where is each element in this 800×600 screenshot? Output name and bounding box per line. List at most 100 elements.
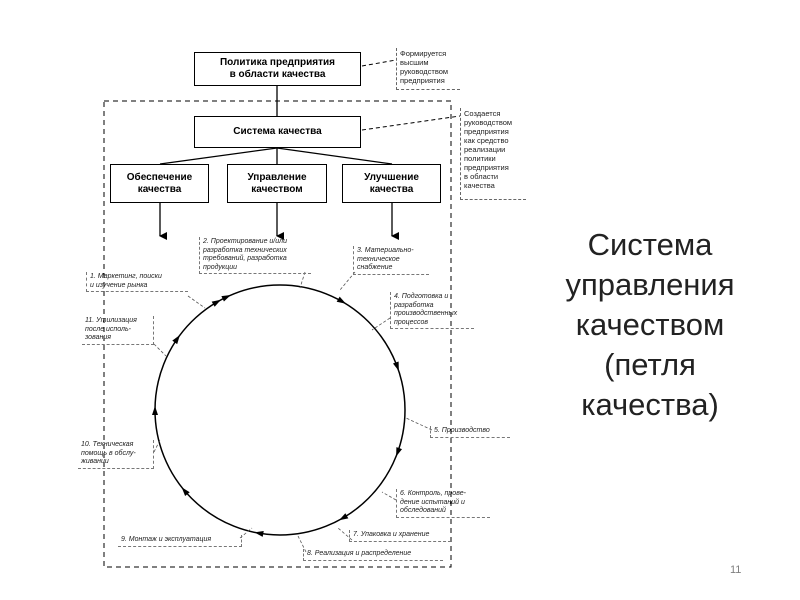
step-leader-9 xyxy=(239,527,253,539)
step-leader-6 xyxy=(381,491,397,501)
system-note: Создается руководством предприятия как с… xyxy=(460,108,526,200)
step-1-marketing: 1. Маркетинг, поиски и изучение рынка xyxy=(86,272,188,292)
step-6-inspection: 6. Контроль, прове- дение испытаний и об… xyxy=(396,489,490,518)
policy-note-connector xyxy=(361,59,397,67)
step-4-preparation: 4. Подготовка и разработка производствен… xyxy=(390,292,474,329)
slide-title-line-2: управления xyxy=(565,267,735,302)
step-10-line-3: живании xyxy=(81,458,109,465)
step-2-line-2: разработка технических xyxy=(203,246,287,254)
step-leader-1 xyxy=(187,295,206,309)
quality-loop-circle xyxy=(154,284,406,536)
step-2-line-1: 2. Проектирование и/или xyxy=(203,238,287,245)
system-note-line-2: руководством xyxy=(464,118,513,127)
step-1-line-1: 1. Маркетинг, поиски xyxy=(90,273,162,280)
management-box-line-1: Управление xyxy=(247,171,307,183)
loop-arrowhead-4 xyxy=(396,447,403,457)
loop-arrowhead-5 xyxy=(339,513,349,521)
step-7-packaging: 7. Упаковка и хранение xyxy=(349,530,451,542)
step-2-line-3: требований, разработка xyxy=(203,255,287,262)
system-note-line-7: предприятия xyxy=(464,163,509,172)
system-note-line-4: как средство xyxy=(464,136,509,145)
step-leader-4 xyxy=(371,317,391,331)
slide-title: Система управления качеством (петля каче… xyxy=(530,225,770,425)
system-note-line-9: качества xyxy=(464,181,495,190)
step-9-installation: 9. Монтаж и эксплуатация xyxy=(118,535,242,547)
system-note-line-6: политики xyxy=(464,154,496,163)
step-4-line-4: процессов xyxy=(394,318,429,326)
fan-line-right xyxy=(276,147,393,165)
loop-arrowhead-3 xyxy=(392,361,399,371)
slide-title-line-4: (петля xyxy=(604,347,696,382)
loop-arrowhead-2 xyxy=(336,296,346,304)
step-11-disposal: 11. Утилизация после исполь- зования xyxy=(82,316,154,345)
loop-arrowhead-9 xyxy=(172,335,180,345)
step-4-line-2: разработка xyxy=(394,301,434,309)
step-10-line-2: помощь в обслу- xyxy=(81,449,136,457)
step-4-line-1: 4. Подготовка и xyxy=(394,293,449,300)
step-2-line-4: продукции xyxy=(203,263,238,271)
step-11-line-3: зования xyxy=(85,334,111,341)
policy-box-line-2: в области качества xyxy=(229,69,326,80)
system-note-line-1: Создается xyxy=(464,109,501,118)
loop-arrowhead-8 xyxy=(152,406,158,415)
system-note-line-3: предприятия xyxy=(464,127,509,136)
loop-arrowhead-6 xyxy=(254,531,264,537)
step-3-line-2: техническое xyxy=(357,255,400,263)
step-6-line-2: дение испытаний и xyxy=(400,498,465,506)
step-1-line-2: и изучение рынка xyxy=(90,281,148,289)
fan-line-left xyxy=(159,147,278,165)
policy-note-line-2: высшим xyxy=(400,58,429,67)
step-5-production: 5. Производство xyxy=(430,426,510,438)
step-9-line-1: 9. Монтаж и эксплуатация xyxy=(121,536,212,543)
step-3-line-1: 3. Материально- xyxy=(357,247,414,254)
policy-note: Формируется высшим руководством предприя… xyxy=(396,48,460,90)
slide-title-line-5: качества) xyxy=(581,387,719,422)
step-4-line-3: производственных xyxy=(394,310,458,317)
step-leader-7 xyxy=(337,527,353,541)
policy-note-line-4: предприятия xyxy=(400,76,445,85)
assurance-box-line-2: качества xyxy=(137,183,182,195)
management-box-line-2: качеством xyxy=(251,183,303,195)
step-leader-5 xyxy=(405,417,433,431)
loop-arrowhead-10 xyxy=(221,295,231,302)
system-box-label: Система качества xyxy=(233,126,322,137)
step-11-line-2: после исполь- xyxy=(85,325,131,333)
step-leader-8 xyxy=(297,535,307,553)
step-leader-3 xyxy=(339,271,356,291)
step-2-design: 2. Проектирование и/или разработка техни… xyxy=(199,237,311,274)
page-number: 11 xyxy=(730,564,742,576)
step-leader-2 xyxy=(299,271,306,289)
slide-title-line-3: качеством xyxy=(575,307,725,342)
step-leader-11 xyxy=(153,343,167,357)
loop-arrows xyxy=(152,295,403,537)
step-7-line-1: 7. Упаковка и хранение xyxy=(353,531,430,538)
system-note-line-8: в области xyxy=(464,172,499,181)
step-8-sales: 8. Реализация и распределение xyxy=(303,549,443,561)
step-5-line-1: 5. Производство xyxy=(434,427,490,434)
system-note-line-5: реализации xyxy=(464,145,506,154)
improvement-box-line-1: Улучшение xyxy=(364,171,419,183)
policy-note-line-1: Формируется xyxy=(400,49,447,58)
step-6-line-3: обследований xyxy=(400,507,446,514)
step-3-supply: 3. Материально- техническое снабжение xyxy=(353,246,429,275)
system-box: Система качества xyxy=(194,116,361,148)
step-6-line-1: 6. Контроль, прове- xyxy=(400,490,466,497)
step-10-line-1: 10. Техническая xyxy=(81,441,134,448)
step-3-line-3: снабжение xyxy=(357,264,393,271)
loop-arrowhead-7 xyxy=(181,487,190,497)
slide-title-line-1: Система xyxy=(587,227,713,262)
policy-note-line-3: руководством xyxy=(400,67,449,76)
step-leaders xyxy=(153,271,433,553)
step-11-line-1: 11. Утилизация xyxy=(85,317,137,324)
step-8-line-1: 8. Реализация и распределение xyxy=(307,550,412,557)
improvement-box-line-2: качества xyxy=(369,183,414,195)
step-10-service: 10. Техническая помощь в обслу- живании xyxy=(78,440,154,469)
system-note-connector xyxy=(361,115,461,131)
policy-box-line-1: Политика предприятия xyxy=(219,57,335,68)
loop-arrowhead-1 xyxy=(211,299,221,307)
